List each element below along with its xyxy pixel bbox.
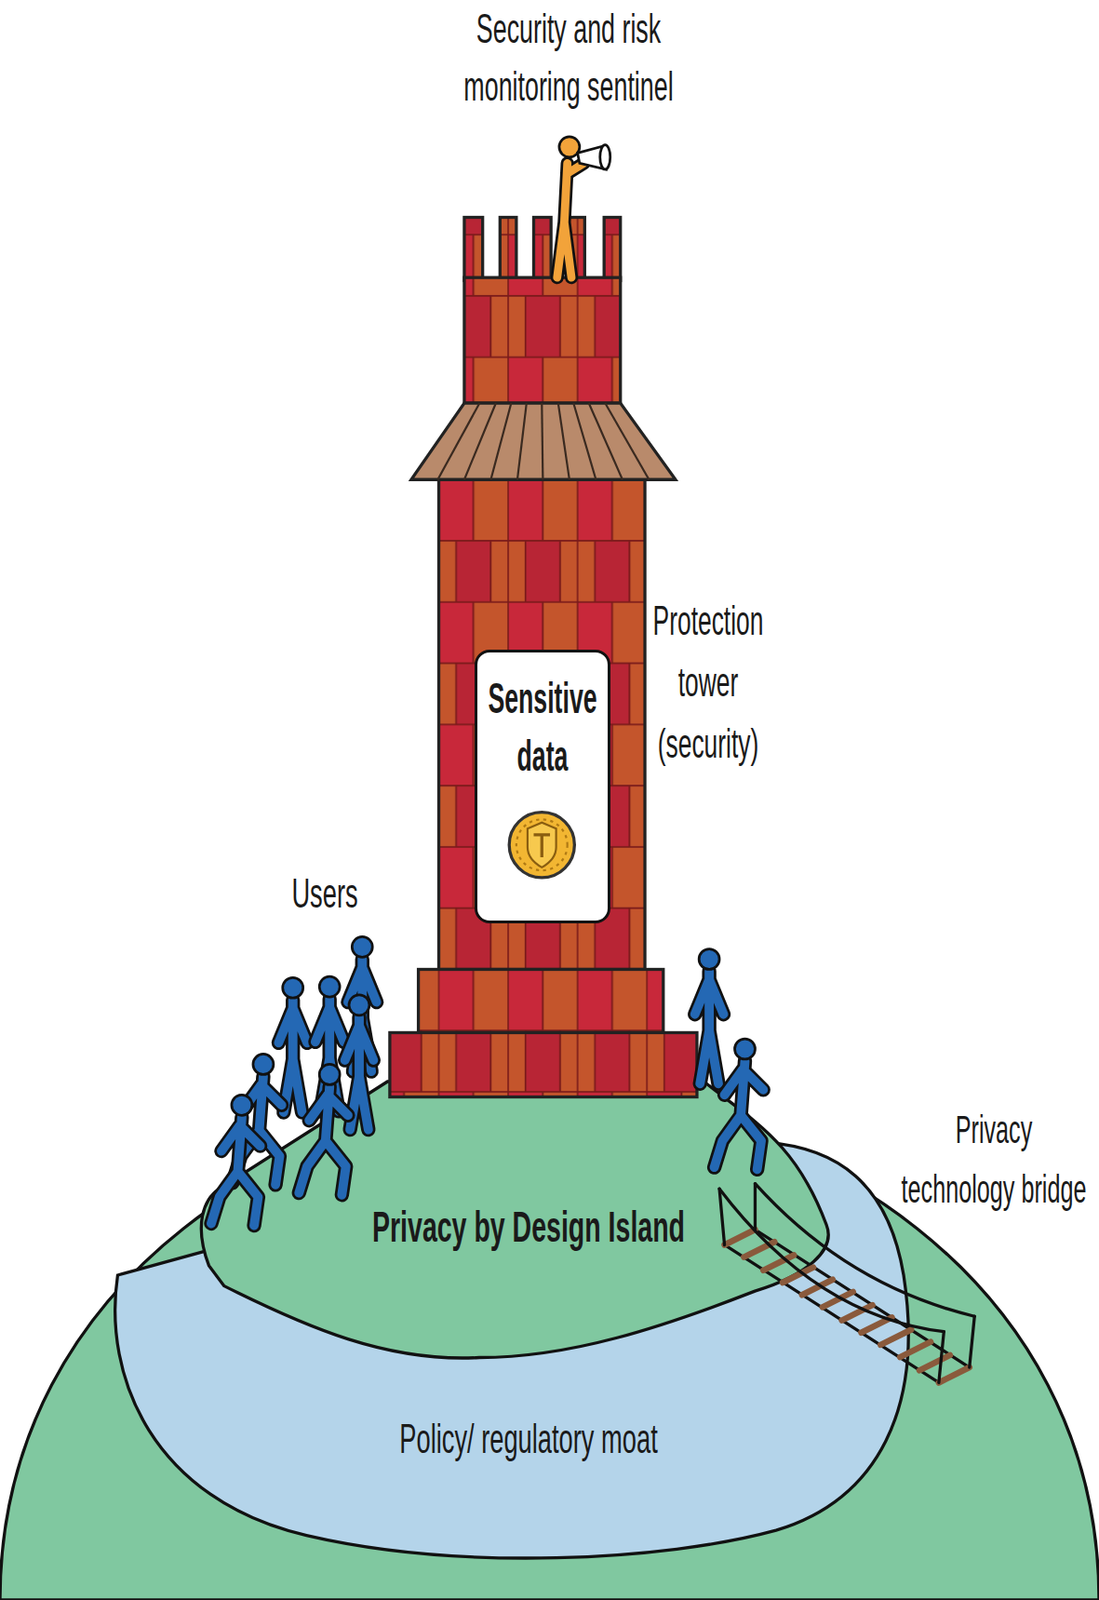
node-text: Privacy by Design Island (372, 1201, 685, 1253)
callout-label: Protection tower (security) (646, 589, 770, 775)
callout-label: Users (291, 869, 358, 919)
node-text: Sensitive data (477, 669, 607, 785)
tower-body (439, 479, 646, 969)
user-figures (211, 936, 764, 1225)
coin-symbol (509, 812, 575, 878)
tower-bricks (389, 217, 697, 1098)
roof-stripes (437, 402, 649, 480)
node-text: Policy/ regulatory moat (399, 1414, 657, 1464)
tower-base (389, 1031, 697, 1097)
merlon (464, 217, 483, 282)
bridge-symbol (719, 1183, 975, 1383)
merlon (534, 217, 552, 282)
shape-path (115, 1141, 910, 1558)
callout-label: Security and risk monitoring sentinel (455, 0, 683, 116)
merlon (499, 217, 517, 282)
merlon (603, 217, 621, 282)
sentinel-figure (557, 136, 611, 278)
callout-label: Privacy technology bridge (897, 1099, 1089, 1220)
tower-roof (411, 402, 676, 480)
tower-base (418, 968, 664, 1032)
data-box: Sensitive data (474, 649, 611, 924)
tower-top (464, 277, 621, 403)
